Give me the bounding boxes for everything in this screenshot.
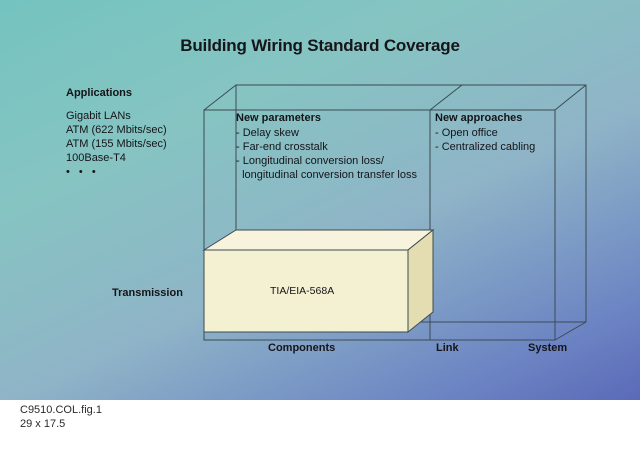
slide: Building Wiring Standard Coverage Applic… xyxy=(0,0,640,400)
link-divider-top xyxy=(429,84,463,111)
outer-box-edge-br xyxy=(554,321,587,341)
applications-list: Applications Gigabit LANs ATM (622 Mbits… xyxy=(66,87,167,179)
transmission-label: Transmission xyxy=(112,287,183,299)
diagram-title: Building Wiring Standard Coverage xyxy=(180,36,460,55)
parameter-item: - Longitudinal conversion loss/ xyxy=(236,155,384,167)
new-approaches-heading: New approaches xyxy=(435,112,523,124)
standard-box xyxy=(202,228,435,334)
figure-size: 29 x 17.5 xyxy=(20,418,66,430)
approach-item: - Centralized cabling xyxy=(435,141,536,153)
application-item: 100Base-T4 xyxy=(66,152,126,164)
applications-heading: Applications xyxy=(66,87,133,99)
new-approaches-list: New approaches - Open office - Centraliz… xyxy=(435,112,535,154)
application-item: ATM (155 Mbits/sec) xyxy=(66,138,167,150)
system-label: System xyxy=(528,342,568,354)
standard-box-front xyxy=(203,249,409,333)
figure-id: C9510.COL.fig.1 xyxy=(20,404,102,416)
standard-box-label: TIA/EIA-568A xyxy=(270,285,335,297)
components-label: Components xyxy=(268,342,336,354)
new-parameters-list: New parameters - Delay skew - Far-end cr… xyxy=(236,112,417,182)
application-item-ellipsis: • • • xyxy=(66,166,99,178)
link-label: Link xyxy=(436,342,459,354)
application-item: Gigabit LANs xyxy=(66,110,131,122)
standard-box-top xyxy=(202,229,435,251)
parameter-item: longitudinal conversion transfer loss xyxy=(236,169,417,181)
new-parameters-heading: New parameters xyxy=(236,112,321,124)
coverage-diagram xyxy=(202,84,587,341)
outer-box-edge-tr xyxy=(554,84,587,111)
parameter-item: - Delay skew xyxy=(236,127,299,139)
outer-box-edge-tl xyxy=(203,84,237,111)
parameter-item: - Far-end crosstalk xyxy=(236,141,328,153)
approach-item: - Open office xyxy=(435,127,498,139)
application-item: ATM (622 Mbits/sec) xyxy=(66,124,167,136)
